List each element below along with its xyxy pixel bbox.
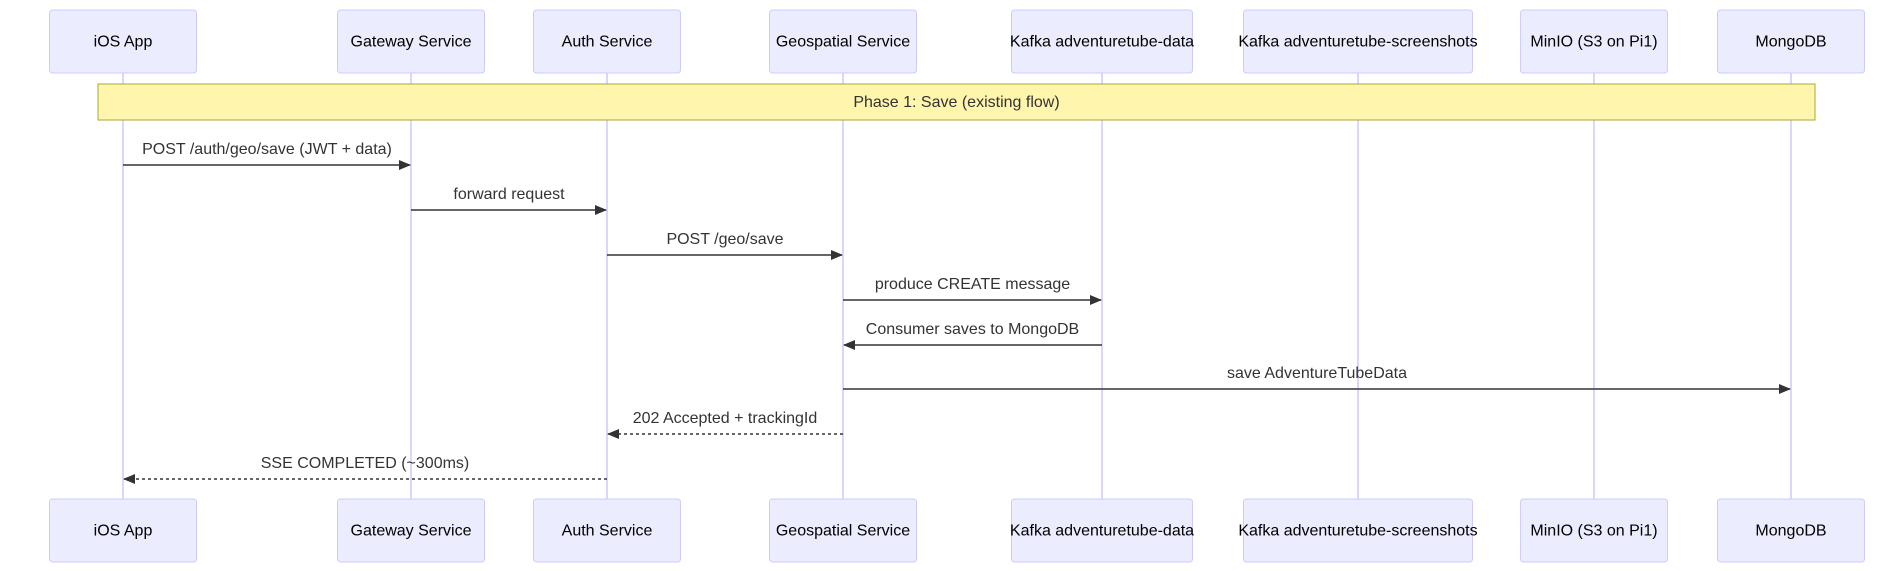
participant-label: MinIO (S3 on Pi1) <box>1530 523 1657 540</box>
participant-box <box>1520 498 1668 563</box>
message-label: produce CREATE message <box>875 276 1070 293</box>
participant-gateway-top: Gateway Service <box>337 9 485 74</box>
phase-note: Phase 1: Save (existing flow) <box>97 83 1816 121</box>
participant-box <box>337 9 485 74</box>
message-label: Consumer saves to MongoDB <box>866 321 1079 338</box>
participant-label: Kafka adventuretube-screenshots <box>1238 34 1477 51</box>
participant-kdata-top: Kafka adventuretube-data <box>1010 9 1194 74</box>
participant-box <box>533 9 681 74</box>
message-8: SSE COMPLETED (~300ms) <box>123 455 607 484</box>
participant-box <box>1243 9 1473 74</box>
participant-geo-bottom: Geospatial Service <box>769 498 917 563</box>
participant-ios-bottom: iOS App <box>49 498 197 563</box>
participant-box <box>1717 9 1865 74</box>
message-label: SSE COMPLETED (~300ms) <box>261 455 470 472</box>
participant-box <box>1243 498 1473 563</box>
participant-box <box>1011 9 1193 74</box>
participant-label: iOS App <box>94 523 153 540</box>
message-7: 202 Accepted + trackingId <box>607 410 843 439</box>
participant-box <box>533 498 681 563</box>
message-label: forward request <box>453 186 565 203</box>
message-1: POST /auth/geo/save (JWT + data) <box>123 141 411 170</box>
participant-auth-top: Auth Service <box>533 9 681 74</box>
participant-label: Kafka adventuretube-data <box>1010 523 1194 540</box>
message-label: POST /geo/save <box>666 231 783 248</box>
message-4: produce CREATE message <box>843 276 1102 305</box>
participant-box <box>49 9 197 74</box>
message-2: forward request <box>411 186 607 215</box>
message-3: POST /geo/save <box>607 231 843 260</box>
participant-kdata-bottom: Kafka adventuretube-data <box>1010 498 1194 563</box>
participant-label: Gateway Service <box>351 523 472 540</box>
participant-label: MongoDB <box>1755 34 1826 51</box>
participant-label: MinIO (S3 on Pi1) <box>1530 34 1657 51</box>
participant-box <box>337 498 485 563</box>
participant-box <box>1011 498 1193 563</box>
note-box <box>97 83 1816 121</box>
participant-mongo-top: MongoDB <box>1717 9 1865 74</box>
message-5: Consumer saves to MongoDB <box>843 321 1102 350</box>
participant-box <box>49 498 197 563</box>
note-label: Phase 1: Save (existing flow) <box>853 94 1059 111</box>
participant-gateway-bottom: Gateway Service <box>337 498 485 563</box>
participant-label: Geospatial Service <box>776 34 910 51</box>
message-label: 202 Accepted + trackingId <box>633 410 818 427</box>
participant-minio-top: MinIO (S3 on Pi1) <box>1520 9 1668 74</box>
participant-label: Auth Service <box>562 34 653 51</box>
participant-geo-top: Geospatial Service <box>769 9 917 74</box>
participant-label: Gateway Service <box>351 34 472 51</box>
participant-ios-top: iOS App <box>49 9 197 74</box>
participant-box <box>769 9 917 74</box>
participant-kshots-top: Kafka adventuretube-screenshots <box>1238 9 1478 74</box>
participant-mongo-bottom: MongoDB <box>1717 498 1865 563</box>
participant-auth-bottom: Auth Service <box>533 498 681 563</box>
participant-label: Kafka adventuretube-screenshots <box>1238 523 1477 540</box>
message-label: POST /auth/geo/save (JWT + data) <box>142 141 392 158</box>
participant-minio-bottom: MinIO (S3 on Pi1) <box>1520 498 1668 563</box>
participant-label: iOS App <box>94 34 153 51</box>
participant-label: Geospatial Service <box>776 523 910 540</box>
participant-box <box>1520 9 1668 74</box>
participant-kshots-bottom: Kafka adventuretube-screenshots <box>1238 498 1478 563</box>
participant-box <box>1717 498 1865 563</box>
participant-label: Auth Service <box>562 523 653 540</box>
participant-box <box>769 498 917 563</box>
message-label: save AdventureTubeData <box>1227 365 1407 382</box>
message-6: save AdventureTubeData <box>843 365 1791 394</box>
participant-label: MongoDB <box>1755 523 1826 540</box>
participant-label: Kafka adventuretube-data <box>1010 34 1194 51</box>
